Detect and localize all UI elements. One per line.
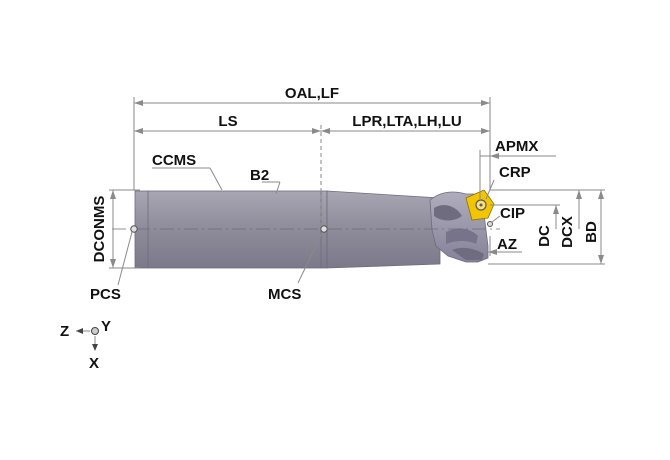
flute-upper <box>446 228 478 244</box>
label-az: AZ <box>497 236 517 253</box>
y-axis-origin-icon <box>91 327 99 335</box>
label-dconms: DCONMS <box>91 196 108 263</box>
label-dc: DC <box>536 225 553 247</box>
label-cip: CIP <box>500 205 525 222</box>
tool-neck <box>326 190 441 269</box>
pcs-point <box>130 225 138 233</box>
label-oal: OAL,LF <box>285 85 339 102</box>
axis-x-label: X <box>89 355 99 372</box>
label-ccms: CCMS <box>152 152 196 169</box>
label-apmx: APMX <box>495 138 538 155</box>
leader-lines <box>117 167 501 286</box>
label-dcx: DCX <box>559 216 576 248</box>
flute-lower <box>452 247 484 260</box>
shank <box>134 190 328 269</box>
x-arrow-icon <box>92 344 98 351</box>
label-lpr: LPR,LTA,LH,LU <box>352 113 461 130</box>
z-arrow-icon <box>76 328 83 334</box>
label-mcs: MCS <box>268 286 301 303</box>
axis-y-label: Y <box>101 318 111 335</box>
chip-pocket <box>434 205 462 221</box>
label-bd: BD <box>583 221 600 243</box>
tool-body <box>134 189 495 269</box>
label-crp: CRP <box>499 164 531 181</box>
axis-z-label: Z <box>60 323 69 340</box>
label-pcs: PCS <box>90 286 121 303</box>
cip-point <box>487 221 493 227</box>
coordinate-indicator: Z Y X <box>60 318 111 372</box>
mcs-point <box>320 225 328 233</box>
insert-screw-center <box>479 203 483 207</box>
dimension-lines <box>109 97 605 269</box>
label-b2: B2 <box>250 167 269 184</box>
label-ls: LS <box>218 113 237 130</box>
